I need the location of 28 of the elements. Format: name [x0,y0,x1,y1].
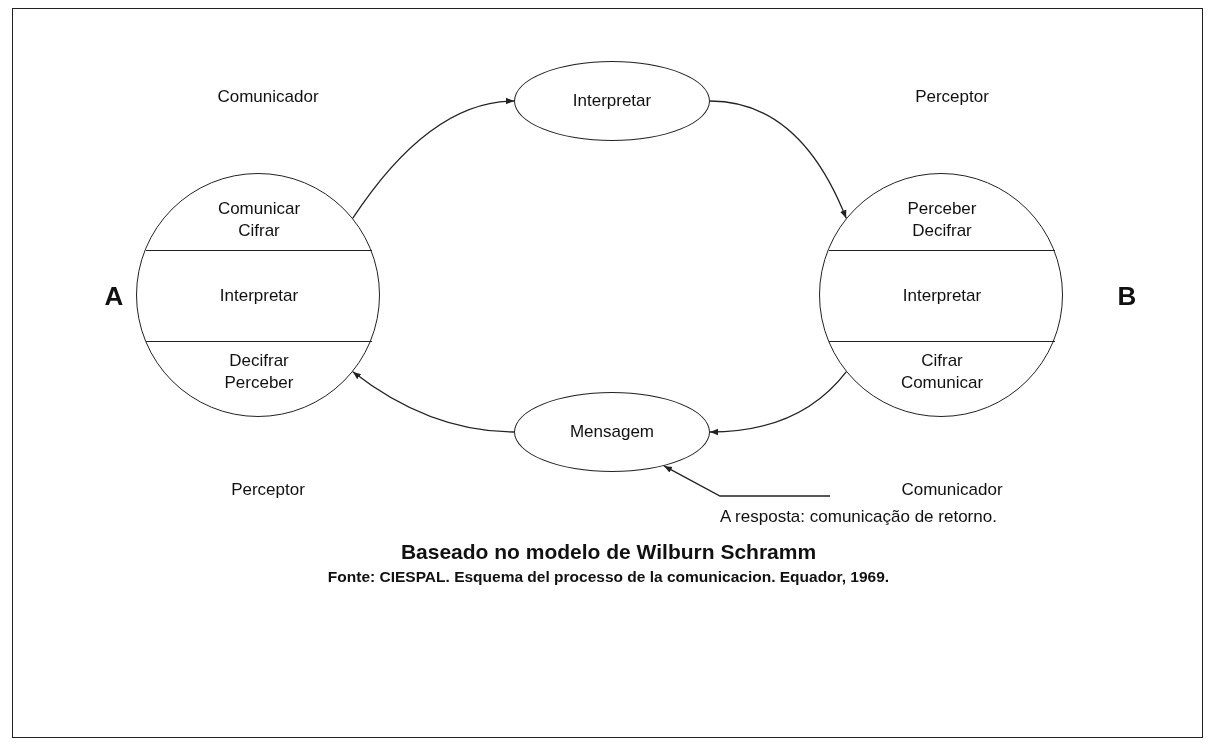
node-label: Cifrar [238,220,280,242]
role-label: Perceptor [915,87,989,107]
role-label: Comunicador [901,480,1003,500]
node-label: Comunicar [217,198,301,220]
node-label: Interpretar [219,285,299,307]
node-label: Cifrar [921,350,963,372]
role-label: Perceptor [231,480,305,500]
source-caption: Fonte: CIESPAL. Esquema del processo de la comunicacion. Equador, 1969. [326,568,891,586]
node-label: Decifrar [229,350,289,372]
role-label: Comunicador [217,87,319,107]
note-text: A resposta: comunicação de retorno. [720,507,997,526]
diagram-title: Baseado no modelo de Wilburn Schramm [399,540,818,564]
party-letter: B [1117,280,1137,312]
leader-arrow [663,465,831,497]
node-label: Perceber [907,198,977,220]
arrow [352,371,515,433]
node-label: Comunicar [900,372,984,394]
arrow [709,371,847,435]
party-letter: A [104,280,124,312]
node-label: Interpretar [572,90,652,112]
circle-band [829,250,1055,342]
arrow [352,98,515,219]
node-label: Mensagem [569,421,655,443]
node-label: Interpretar [902,285,982,307]
arrow [709,100,847,219]
circle-band [146,250,372,342]
node-label: Decifrar [912,220,972,242]
node-label: Perceber [224,372,294,394]
